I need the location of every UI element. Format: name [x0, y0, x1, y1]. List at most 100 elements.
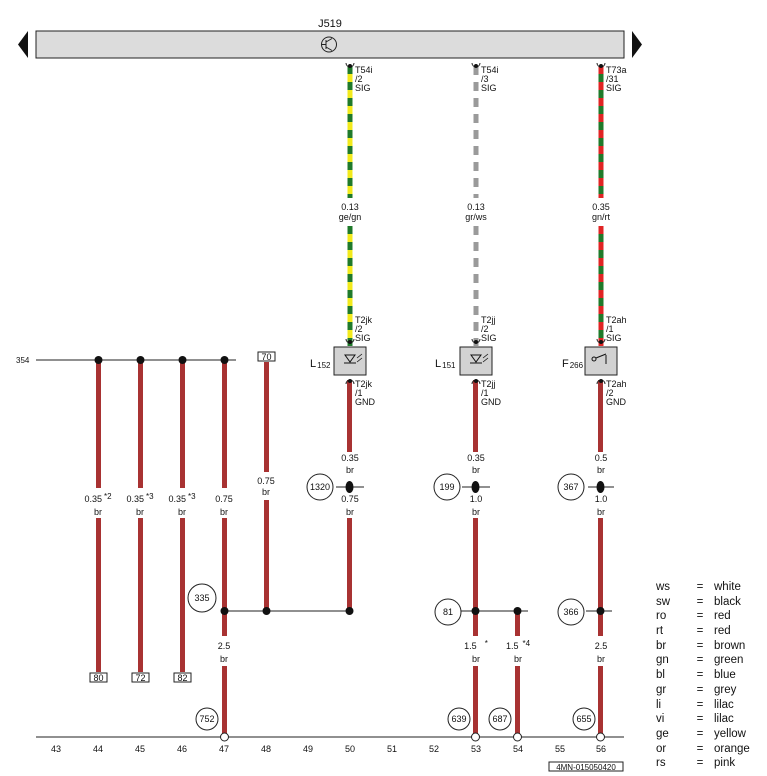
column-numbers: 43 44 45 46 47 48 49 50 51 52 53 54 55 5…: [51, 744, 606, 754]
legend-equals: =: [696, 654, 704, 667]
component-pin-dots: [348, 340, 603, 383]
svg-text:GND: GND: [606, 397, 627, 407]
control-unit-j519[interactable]: J519: [35, 18, 625, 59]
svg-text:SIG: SIG: [355, 333, 371, 343]
svg-text:SIG: SIG: [481, 83, 497, 93]
legend-color-name: orange: [714, 742, 750, 755]
legend-code: br: [656, 639, 667, 652]
lamp-l152[interactable]: L152: [310, 346, 367, 376]
switch-f266[interactable]: F266: [562, 346, 618, 376]
switch-icon: [591, 353, 607, 364]
circle-367: 367: [557, 473, 585, 501]
svg-text:br: br: [178, 507, 186, 517]
circle-752: 752: [195, 707, 219, 731]
led-icon: [344, 353, 363, 364]
svg-text:1320: 1320: [310, 482, 330, 492]
legend-row: ws=white: [656, 581, 764, 596]
legend-equals: =: [696, 669, 704, 682]
legend-row: gn = green: [656, 654, 764, 669]
column-number: 55: [555, 744, 565, 754]
legend-color-name: black: [714, 595, 741, 608]
svg-text:T54i: T54i: [355, 65, 373, 75]
column-number: 52: [429, 744, 439, 754]
legend-color-name: blue: [714, 669, 736, 682]
ground-terminals: [220, 732, 605, 742]
svg-text:SIG: SIG: [355, 83, 371, 93]
legend-color-name: grey: [714, 683, 737, 696]
legend-equals: =: [696, 698, 704, 711]
wire-label-56-sig: 0.35 gn/rt: [592, 202, 611, 222]
legend-row: vi=lilac: [656, 713, 764, 728]
svg-text:br: br: [262, 487, 270, 497]
svg-text:T2ah: T2ah: [606, 379, 627, 389]
svg-text:SIG: SIG: [606, 83, 622, 93]
svg-text:752: 752: [199, 714, 214, 724]
svg-text:0.35*3: 0.35*3: [168, 492, 196, 504]
ref-box-70[interactable]: 70: [257, 351, 276, 362]
legend-code: gn: [656, 654, 669, 667]
led-icon: [470, 353, 489, 364]
color-legend: ws=white sw=black ro=red rt=red br=brown…: [656, 581, 764, 772]
svg-text:br: br: [472, 465, 480, 475]
svg-text:639: 639: [451, 714, 466, 724]
connector-label-53: T54i /3 SIG: [481, 65, 499, 93]
svg-text:T2ah: T2ah: [606, 315, 627, 325]
svg-text:0.35: 0.35: [467, 453, 485, 463]
svg-text:655: 655: [576, 714, 591, 724]
svg-text:SIG: SIG: [481, 333, 497, 343]
wire-45-upper: [138, 360, 143, 488]
legend-equals: =: [696, 727, 704, 740]
ref-box-72[interactable]: 72: [131, 672, 150, 683]
svg-text:2.5: 2.5: [218, 641, 231, 651]
svg-text:T2jk: T2jk: [355, 315, 373, 325]
legend-color-name: red: [714, 610, 731, 623]
ref-box-82[interactable]: 82: [173, 672, 192, 683]
wire-label-50-a: 0.35 br: [341, 453, 359, 475]
svg-text:br: br: [94, 507, 102, 517]
pin-bus-56: [596, 62, 606, 68]
wire-50-a: [347, 380, 352, 452]
wire-44-upper: [96, 360, 101, 488]
f266-pin-top-label: T2ah /1 SIG: [606, 315, 627, 343]
svg-text:367: 367: [563, 482, 578, 492]
f266-pin-bottom-label: T2ah /2 GND: [606, 379, 627, 407]
svg-text:0.5: 0.5: [595, 453, 608, 463]
continuation-right-arrow-icon: [632, 31, 642, 58]
circle-639: 639: [447, 707, 471, 731]
wire-53-lower: [473, 666, 478, 734]
legend-equals: =: [696, 742, 704, 755]
svg-text:0.75: 0.75: [257, 476, 275, 486]
legend-row: rs=pink: [656, 757, 764, 772]
svg-text:T73a: T73a: [606, 65, 627, 75]
lamp-l151[interactable]: L151: [435, 346, 493, 376]
column-number: 53: [471, 744, 481, 754]
legend-code: ge: [656, 727, 669, 740]
legend-code: ro: [656, 610, 667, 623]
wire-48-upper: [264, 362, 269, 472]
wire-56-lower: [598, 666, 603, 734]
wire-label-46: 0.35*3 br: [168, 492, 196, 517]
legend-color-name: pink: [714, 757, 736, 770]
junction-dots: [94, 356, 605, 615]
svg-text:gr/ws: gr/ws: [465, 212, 487, 222]
wire-label-56-lower: 2.5 br: [595, 641, 608, 664]
legend-color-name: green: [714, 654, 744, 667]
wire-label-53-a: 0.35 br: [467, 453, 485, 475]
splice-53: [471, 481, 480, 493]
svg-text:/2: /2: [606, 388, 614, 398]
svg-text:T2jk: T2jk: [355, 379, 373, 389]
svg-text:82: 82: [177, 673, 187, 683]
legend-equals: =: [696, 581, 704, 593]
svg-text:/2: /2: [355, 74, 363, 84]
wire-47-lower: [222, 666, 227, 734]
wire-44-lower: [96, 518, 101, 672]
wire-56-a: [598, 380, 603, 452]
svg-text:gn/rt: gn/rt: [592, 212, 611, 222]
svg-text:1.0: 1.0: [470, 494, 483, 504]
circle-366: 366: [557, 598, 585, 626]
svg-text:/31: /31: [606, 74, 619, 84]
svg-text:0.75: 0.75: [215, 494, 233, 504]
legend-color-name: white: [714, 581, 741, 593]
ref-box-80[interactable]: 80: [89, 672, 108, 683]
svg-text:4MN-015050420: 4MN-015050420: [556, 763, 616, 772]
